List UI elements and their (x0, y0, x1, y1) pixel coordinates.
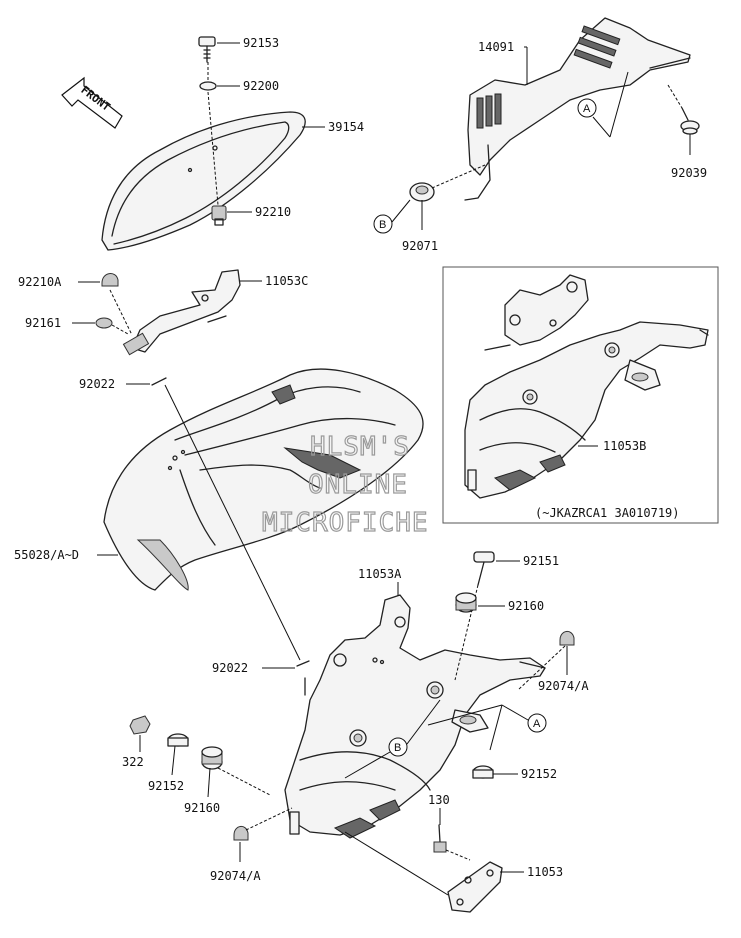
front-arrow-icon: FRONT (61, 76, 123, 129)
label-92210: 92210 (255, 205, 291, 219)
callout-b-top-text: B (379, 219, 386, 231)
windscreen-39154 (101, 91, 306, 251)
watermark-line-2: ONLINE (308, 470, 408, 500)
label-92200: 92200 (243, 79, 279, 93)
grommet-92160-left (201, 746, 223, 770)
label-92153: 92153 (243, 36, 279, 50)
label-92151: 92151 (523, 554, 559, 568)
callout-a-bottom-text: A (533, 718, 541, 730)
label-92022-bottom: 92022 (212, 661, 248, 675)
clip-92022-bottom (296, 660, 310, 667)
label-92022-top: 92022 (79, 377, 115, 391)
screw-92039 (667, 84, 700, 135)
collar-92152-right (472, 765, 494, 779)
grommet-92160-right (455, 592, 477, 613)
label-92161: 92161 (25, 316, 61, 330)
label-92074a-left: 92074/A (210, 869, 261, 883)
inset-box (442, 266, 719, 524)
label-11053a: 11053A (358, 567, 402, 581)
grommet-92161 (95, 317, 113, 329)
label-55028: 55028/A~D (14, 548, 79, 562)
nut-92210 (211, 205, 227, 226)
screw-92153 (198, 36, 216, 63)
bracket-11053c (122, 269, 241, 356)
label-14091: 14091 (478, 40, 514, 54)
watermark-line-1: HLSM'S (310, 432, 410, 462)
bolt-130 (433, 824, 447, 853)
label-92160-right: 92160 (508, 599, 544, 613)
upper-cowl-55028 (103, 368, 424, 591)
label-322: 322 (122, 755, 144, 769)
nut-92074a-right (559, 631, 575, 646)
callout-b-bottom: B (344, 699, 441, 779)
callout-a-top-text: A (583, 103, 591, 115)
label-92074a-right: 92074/A (538, 679, 589, 693)
clip-92022-top (151, 377, 167, 386)
label-11053b: 11053B (603, 439, 646, 453)
nut-322 (129, 715, 151, 735)
callout-a-top: A (577, 71, 629, 138)
nut-92210a (101, 273, 119, 287)
washer-92200 (199, 81, 217, 91)
bracket-11053 (447, 861, 503, 913)
watermark-line-3: MICROFICHE (262, 508, 429, 538)
label-11053: 11053 (527, 865, 563, 879)
label-130: 130 (428, 793, 450, 807)
grommet-92071 (409, 182, 435, 202)
label-92071: 92071 (402, 239, 438, 253)
label-92160-left: 92160 (184, 801, 220, 815)
collar-92152-left (167, 733, 189, 747)
label-92210a: 92210A (18, 275, 62, 289)
bracket-11053a (284, 594, 546, 839)
label-39154: 39154 (328, 120, 364, 134)
bracket-14091 (464, 17, 691, 201)
label-92039: 92039 (671, 166, 707, 180)
label-92152-left: 92152 (148, 779, 184, 793)
nut-92074a-left (233, 826, 249, 841)
label-92152-right: 92152 (521, 767, 557, 781)
label-11053c: 11053C (265, 274, 308, 288)
callout-b-bottom-text: B (394, 742, 401, 754)
bracket-11053b (464, 274, 709, 499)
callout-b-top: B (373, 199, 411, 234)
watermark: HLSM'S ONLINE MICROFICHE (261, 431, 429, 538)
inset-note: (~JKAZRCA1 3A010719) (535, 506, 680, 520)
callout-a-bottom: A (427, 704, 547, 751)
